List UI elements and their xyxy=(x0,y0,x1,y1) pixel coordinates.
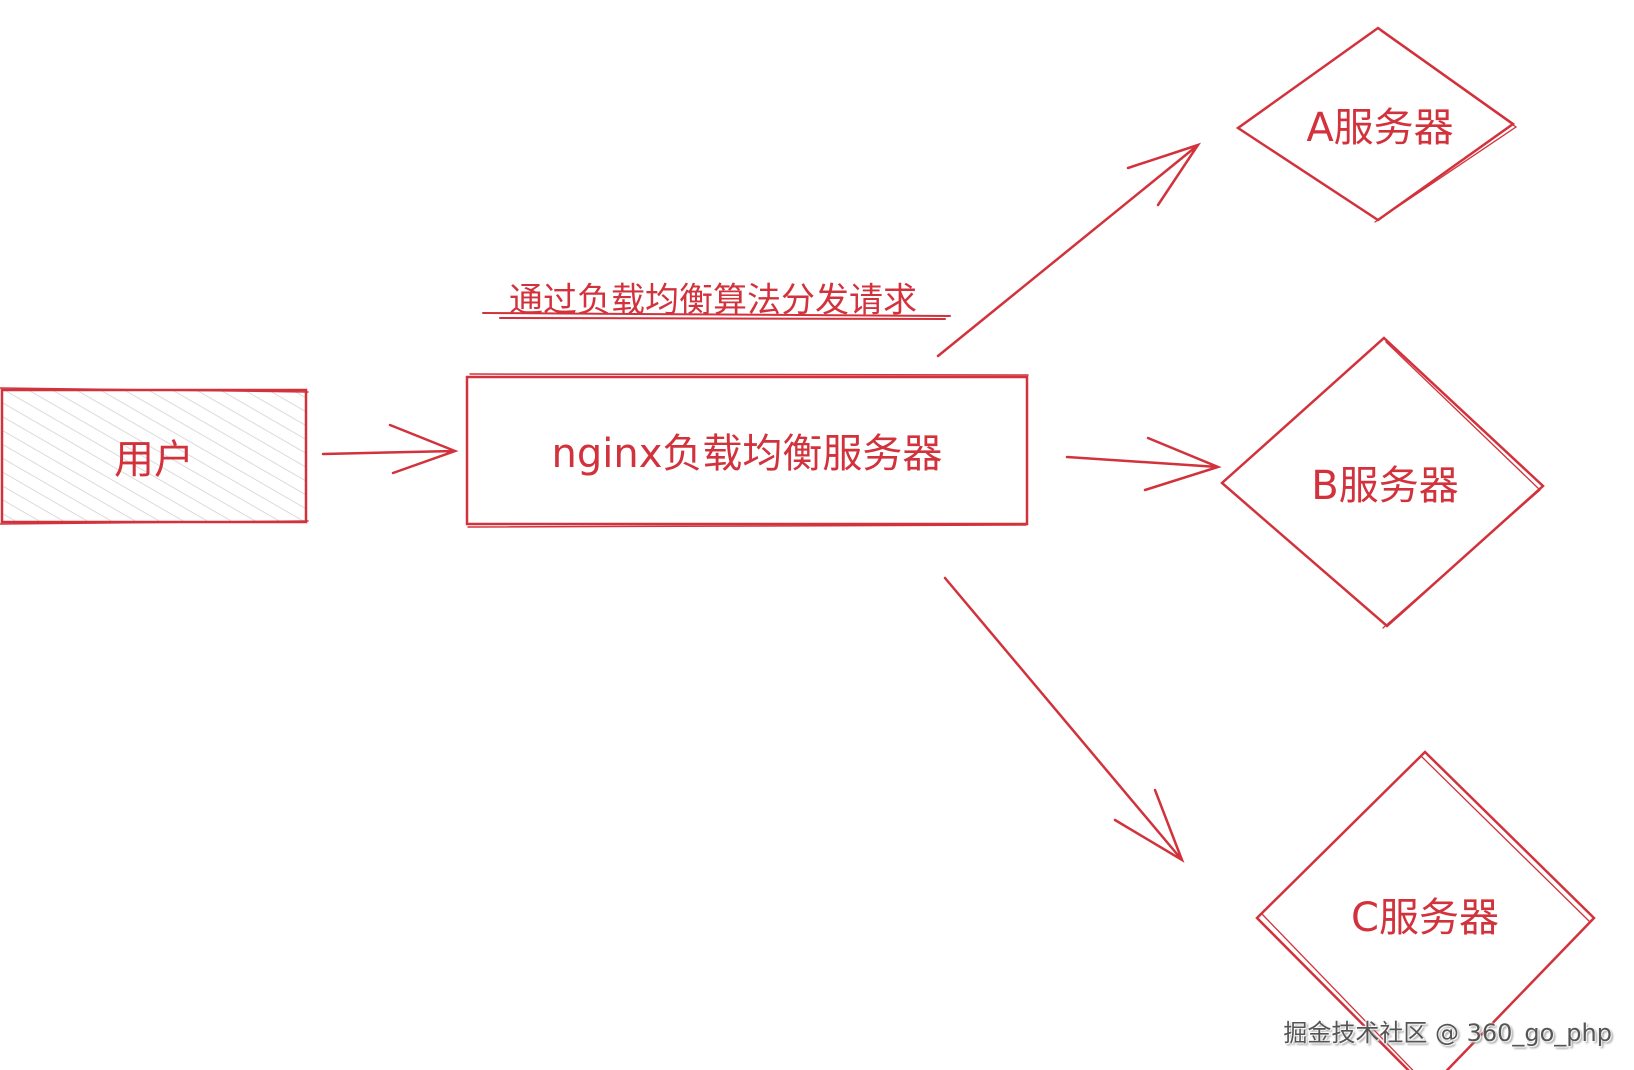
server-b-label: B服务器 xyxy=(1311,463,1459,509)
watermark: 掘金技术社区 @ 360_go_php xyxy=(1283,1019,1612,1047)
server-c-diamond xyxy=(1255,750,1596,1070)
server-a-label: A服务器 xyxy=(1306,105,1454,151)
arrow-nginx-to-b xyxy=(1065,436,1222,492)
server-b-diamond xyxy=(1220,336,1545,628)
server-c-label: C服务器 xyxy=(1351,895,1499,941)
user-node-box xyxy=(0,388,308,524)
arrow-user-to-nginx xyxy=(321,423,459,475)
edge-label-underline xyxy=(482,312,951,320)
user-node-label: 用户 xyxy=(114,437,194,483)
nginx-node-box xyxy=(465,375,1029,526)
arrow-nginx-to-a xyxy=(936,142,1202,358)
nginx-node-label: nginx负载均衡服务器 xyxy=(551,431,943,477)
edge-label: 通过负载均衡算法分发请求 xyxy=(509,280,917,321)
arrow-nginx-to-c xyxy=(943,576,1185,863)
